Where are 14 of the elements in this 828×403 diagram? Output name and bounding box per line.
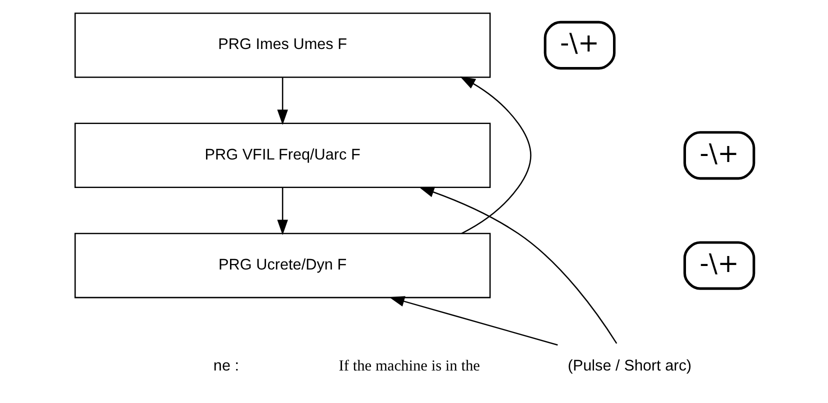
node-box: PRG VFIL Freq/Uarc F	[74, 122, 490, 188]
label: ne :	[212, 358, 239, 375]
label: If the machine is in the	[338, 358, 480, 375]
node-text: (Pulse / Short arc)	[567, 358, 692, 375]
arrow	[460, 76, 531, 234]
node-box: -\+	[682, 241, 755, 290]
arrow	[276, 188, 288, 236]
arrow	[276, 78, 288, 125]
arrow	[418, 186, 617, 344]
node-box: PRG Imes Umes F	[74, 12, 490, 78]
arrow	[388, 296, 558, 346]
node-box: -\+	[543, 20, 616, 70]
node-box: -\+	[682, 131, 755, 180]
node-box: PRG Ucrete/Dyn F	[74, 232, 490, 298]
